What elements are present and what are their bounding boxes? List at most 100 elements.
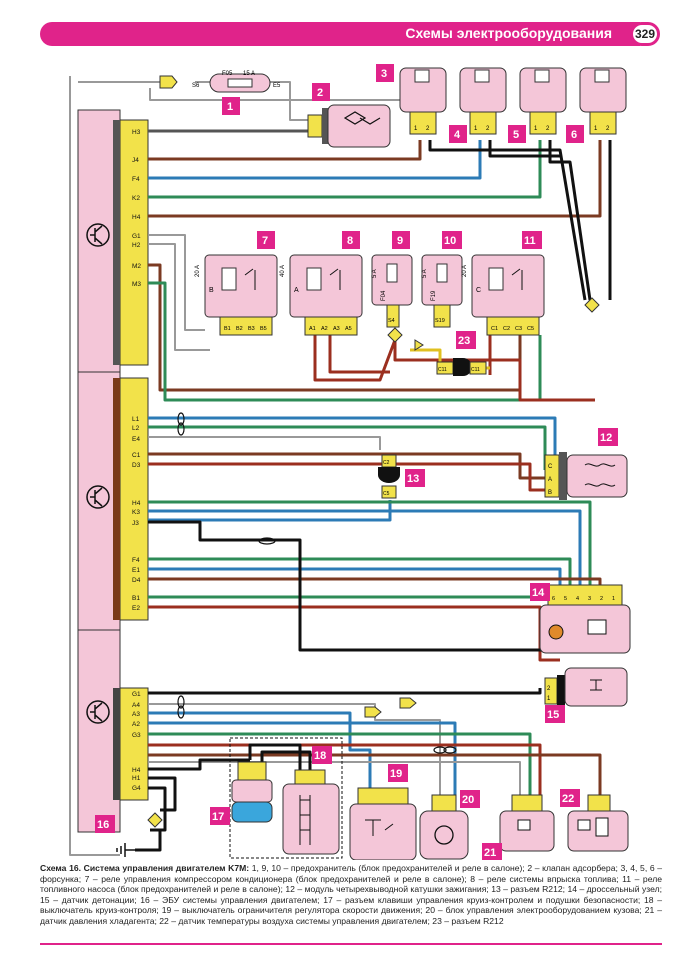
badge-9: 9 [397,235,403,247]
cruise-connector [231,761,273,823]
injector-icon [534,69,550,83]
valve-icon [343,111,381,125]
body-control-unit [419,794,469,860]
badge-10: 10 [444,235,456,247]
thermometer-icon [577,819,591,831]
pin-label: 4 [576,596,579,602]
ecu-pin-label: G4 [132,785,141,792]
wire [148,520,290,542]
wire [148,786,167,832]
ecu-pin-label: L2 [132,425,140,432]
wire [260,750,312,770]
wire [148,509,582,590]
wiring-diagram: H3 J4 F4 K2 H4 G1 H2 M2 M3 L1 L2 E4 C1 D… [69,64,631,860]
injector-icon [414,69,430,83]
pin-label: 2 [606,126,610,132]
wire [488,140,560,158]
pin-label: A3 [333,326,340,332]
wire [148,743,542,795]
pin-label: 1 [594,126,598,132]
wire [69,76,120,856]
relay-11: 20 A C C1 C2 C3 C5 [462,254,545,336]
page-header: Схемы электрооборудования 329 [40,22,660,46]
twisted-pair-icon [177,412,457,754]
relay-7: 20 A B B1 B2 B3 B5 [195,254,278,336]
wire [148,776,177,812]
ecu-pin-label: F4 [132,557,140,564]
wire [148,688,542,695]
connector-icon [414,339,424,351]
ecu-pin-label: B1 [132,595,140,602]
pressure-icon [517,819,531,831]
wire [428,140,587,301]
resistor-icon [595,817,609,837]
wire [148,436,381,450]
wires [69,70,612,856]
splice-icon [387,327,403,343]
connector-icon [364,706,382,718]
device-number-badges: 1 2 3 4 5 6 7 8 9 10 11 12 13 14 15 16 1… [95,64,618,860]
pin-label: B2 [236,326,243,332]
badge-15: 15 [547,709,559,721]
relay-switch-icon [244,268,256,290]
fuse-icon [386,263,398,283]
wire [148,140,602,218]
ecu-pin-label: E1 [132,567,140,574]
fuse-rating: 5 A [422,269,428,278]
wire [148,500,592,590]
pin-label: B1 [224,326,231,332]
wire [148,140,482,180]
pin-label: 2 [546,126,550,132]
pin-label: C2 [503,326,510,332]
badge-18: 18 [314,750,326,762]
badge-4: 4 [454,129,461,141]
fuse-1: F05 15 A S6 E5 [159,71,281,93]
relay-coil-icon [221,267,237,291]
wire [135,830,162,852]
sensor-icon [587,619,607,635]
wire [148,711,372,790]
pin-label: A1 [309,326,316,332]
badge-13: 13 [407,473,419,485]
transistor-icon [86,700,110,724]
badge-2: 2 [317,87,323,99]
ecu-pin-label: F4 [132,176,140,183]
cruise-switch [229,737,343,859]
badge-5: 5 [513,129,519,141]
transistor-icon [434,825,454,845]
refrigerant-pressure-sensor [499,794,555,852]
ecu-conn-body-1 [113,120,120,365]
fuse-10: 5 A F19 S19 [421,254,463,328]
pin-label: C5 [383,491,390,497]
pin-label: 1 [534,126,538,132]
header-title: Схемы электрооборудования [405,25,612,41]
ecu-pin-label: H2 [132,242,141,249]
badge-19: 19 [390,768,402,780]
ecu-unit: H3 J4 F4 K2 H4 G1 H2 M2 M3 L1 L2 E4 C1 D… [77,109,149,833]
fuse-icon [436,263,448,283]
pin-label: C11 [471,367,480,373]
ecu-pin-label: C1 [132,452,141,459]
wire [313,335,397,382]
speed-limiter-switch [349,787,417,860]
ecu-pin-label: J3 [132,520,139,527]
wire [149,88,290,101]
splice-icon [584,297,600,313]
ecu-pin-label: A2 [132,721,140,728]
ecu-pin-label: A3 [132,711,140,718]
badge-22: 22 [562,793,574,805]
injectors: 1 2 1 2 1 2 1 2 [399,67,627,135]
wire [148,281,542,402]
badge-11: 11 [524,235,536,247]
ignition-coil: C A B [544,452,628,500]
wire [148,243,210,351]
relay-rating: 40 A [280,265,286,277]
page-number: 329 [630,22,660,46]
ecu-pin-label: G3 [132,732,141,739]
injector-icon [474,69,490,83]
pin-label: 3 [588,596,591,602]
ecu-pin-label: G1 [132,233,141,240]
injector-3: 1 2 [399,67,447,135]
wire [148,567,562,590]
relay-letter: A [294,287,299,294]
